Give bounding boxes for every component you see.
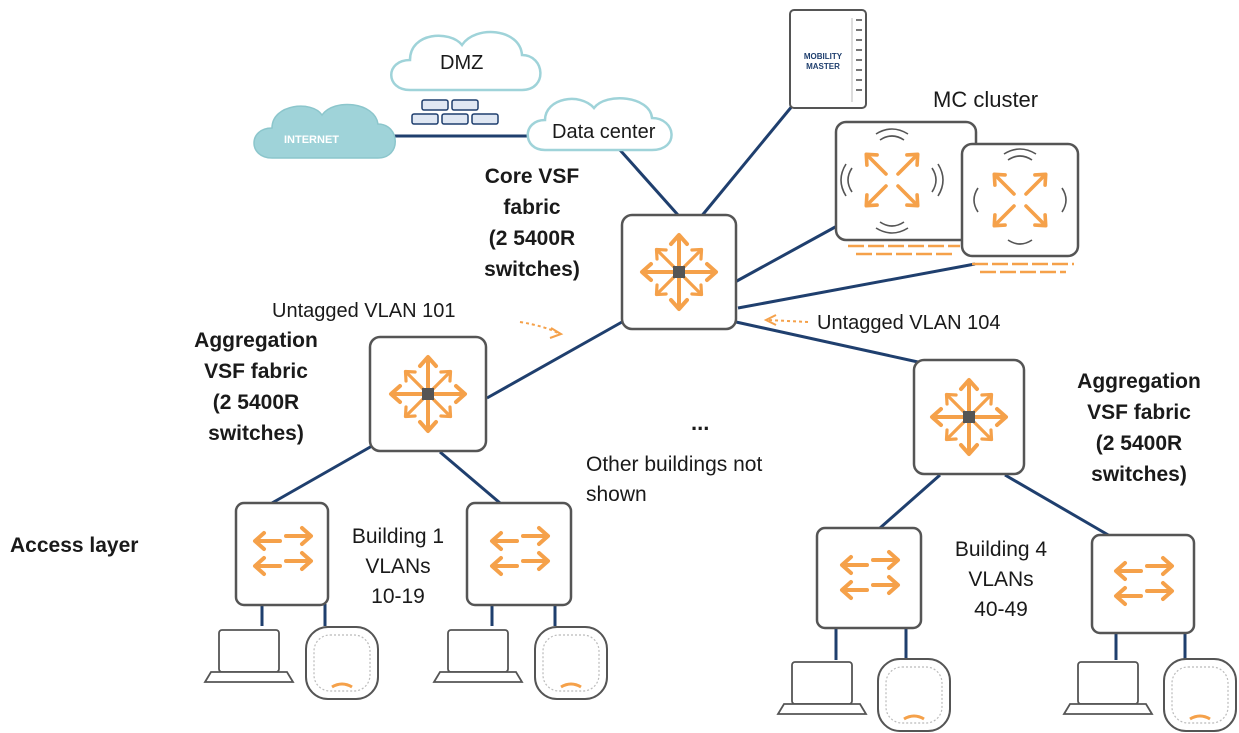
data-center-cloud	[526, 97, 673, 152]
aggregation-left-label: Aggregation VSF fabric (2 5400R switches…	[172, 325, 340, 449]
access-switch-b4-1	[815, 526, 923, 630]
access-switch-b1-1	[234, 501, 330, 607]
core-vsf-line: Core VSF	[484, 165, 580, 188]
dmz-label: DMZ	[440, 52, 484, 74]
aggregation-left-line: (2 5400R	[212, 391, 300, 414]
laptop-icon	[777, 661, 867, 715]
building-4-label: Building 4 VLANs 40-49	[936, 535, 1066, 625]
core-vsf-line: (2 5400R	[488, 227, 576, 250]
mc-controller-2	[960, 142, 1080, 274]
core-vsf-label: Core VSF fabric (2 5400R switches)	[452, 161, 612, 285]
aggregation-right-line: (2 5400R	[1095, 432, 1183, 455]
data-center-label: Data center	[552, 121, 656, 143]
firewall-icon	[411, 99, 499, 125]
building-1-line: VLANs	[365, 555, 431, 578]
building-1-label: Building 1 VLANs 10-19	[333, 522, 463, 612]
vlan104-arrowhead	[763, 314, 777, 326]
aggregation-left-line: Aggregation	[194, 329, 318, 352]
vlan101-arrowhead	[549, 327, 564, 339]
ellipsis-label: ...	[691, 410, 710, 435]
access-switch-b4-2	[1090, 533, 1196, 635]
link-core-agg-right	[735, 320, 919, 364]
links	[260, 104, 1187, 660]
link-dc-core	[618, 149, 680, 216]
laptop-icon	[1063, 661, 1153, 715]
internet-cloud	[253, 103, 396, 159]
access-switch-b1-2	[465, 501, 573, 607]
untagged-vlan-104-label: Untagged VLAN 104	[817, 312, 1001, 334]
dmz-cloud	[390, 30, 542, 92]
building-1-line: 10-19	[371, 585, 425, 608]
access-point-icon	[533, 625, 609, 701]
other-buildings-label: Other buildings not shown	[586, 450, 762, 510]
aggregation-right-line: Aggregation	[1077, 370, 1201, 393]
link-core-mm	[698, 104, 795, 219]
aggregation-left-line: switches)	[208, 422, 304, 445]
laptop-icon	[204, 629, 294, 683]
mc-controller-1	[834, 120, 978, 256]
access-point-icon	[304, 625, 380, 701]
internet-label: INTERNET	[284, 134, 339, 146]
mobility-master-server	[789, 9, 867, 109]
vlan104-callout-arrow	[767, 319, 809, 323]
other-buildings-line: Other buildings not	[586, 453, 763, 476]
link-agg-right-sw1	[879, 473, 941, 530]
access-layer-label: Access layer	[10, 534, 139, 557]
aggregation-right-switch	[912, 358, 1026, 476]
link-core-mc2	[737, 262, 976, 310]
link-agg-left-sw1	[271, 444, 373, 505]
building-4-line: 40-49	[974, 598, 1028, 621]
core-vsf-switch	[620, 213, 738, 331]
aggregation-right-line: switches)	[1091, 463, 1187, 486]
link-agg-left-sw2	[439, 450, 501, 505]
laptop-icon	[433, 629, 523, 683]
aggregation-right-label: Aggregation VSF fabric (2 5400R switches…	[1054, 366, 1224, 490]
link-core-agg-left	[486, 320, 623, 400]
untagged-vlan-101-label: Untagged VLAN 101	[272, 300, 456, 322]
building-4-line: VLANs	[968, 568, 1034, 591]
access-point-icon	[1162, 657, 1238, 733]
building-4-line: Building 4	[954, 538, 1048, 561]
aggregation-left-line: VSF fabric	[204, 360, 308, 383]
link-core-mc1	[734, 218, 849, 284]
vlan101-callout-arrow	[519, 321, 561, 335]
access-point-icon	[876, 657, 952, 733]
aggregation-left-switch	[368, 335, 488, 453]
link-agg-right-sw2	[1004, 473, 1111, 538]
core-vsf-line: fabric	[503, 196, 561, 219]
mc-cluster-label: MC cluster	[933, 87, 1039, 112]
building-1-line: Building 1	[351, 525, 445, 548]
core-vsf-line: switches)	[484, 258, 580, 281]
mobility-master-label: MOBILITY MASTER	[803, 52, 843, 71]
other-buildings-line: shown	[586, 483, 647, 506]
aggregation-right-line: VSF fabric	[1087, 401, 1191, 424]
